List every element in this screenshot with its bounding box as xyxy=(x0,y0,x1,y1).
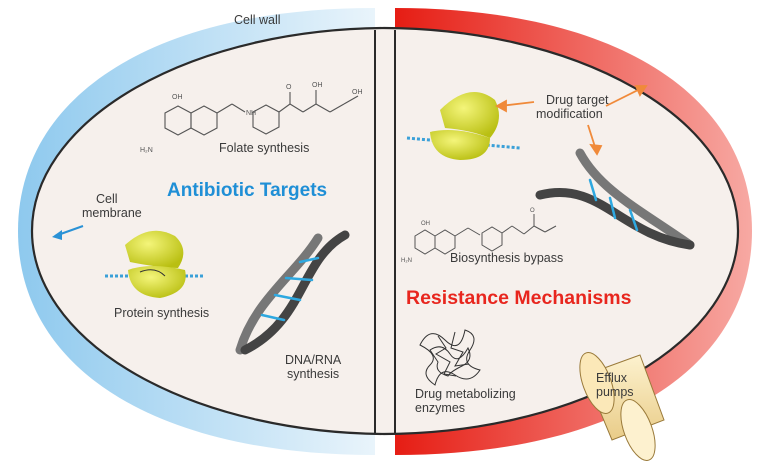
ribosome-left xyxy=(105,230,205,298)
enzyme-structure xyxy=(419,329,481,386)
drug-metabolizing-label-1: Drug metabolizing xyxy=(415,387,516,401)
dna-rna-label-2: synthesis xyxy=(287,367,340,381)
resistance-mechanisms-title: Resistance Mechanisms xyxy=(406,287,632,309)
atom-oh: OH xyxy=(172,94,183,101)
dna-helix-right xyxy=(535,148,695,250)
folate-molecule xyxy=(164,90,359,136)
atom-oh-2: OH xyxy=(312,82,323,89)
bypass-molecule xyxy=(414,214,557,255)
cell-membrane-left xyxy=(31,26,384,436)
atom-nh: NH xyxy=(246,110,256,117)
cell-membrane-label-2: membrane xyxy=(82,206,142,220)
antibiotic-targets-title: Antibiotic Targets xyxy=(167,180,328,201)
drug-metabolizing-label-2: enzymes xyxy=(415,401,466,415)
efflux-label-1: Efflux xyxy=(596,371,628,385)
cell-wall-label: Cell wall xyxy=(234,13,281,27)
atom-oh-b: OH xyxy=(421,221,430,227)
drug-target-arrows xyxy=(495,85,648,156)
drug-target-label-2: modification xyxy=(536,107,603,121)
protein-synthesis-label: Protein synthesis xyxy=(114,306,210,320)
atom-h2n-b: H₂N xyxy=(401,258,412,264)
ribosome-right xyxy=(406,92,521,160)
folate-label: Folate synthesis xyxy=(219,141,310,155)
atom-h2n: H₂N xyxy=(140,147,153,154)
efflux-label-2: pumps xyxy=(596,385,634,399)
drug-target-label-1: Drug target xyxy=(546,93,609,107)
efflux-pump xyxy=(579,352,665,461)
cell-membrane-label-1: Cell xyxy=(96,192,118,206)
dna-helix-left xyxy=(235,230,350,355)
biosynthesis-bypass-label: Biosynthesis bypass xyxy=(450,251,564,265)
dna-rna-label-1: DNA/RNA xyxy=(285,353,342,367)
atom-oh-3: OH xyxy=(352,89,363,96)
atom-o-b: O xyxy=(530,208,535,214)
atom-o: O xyxy=(286,84,292,91)
